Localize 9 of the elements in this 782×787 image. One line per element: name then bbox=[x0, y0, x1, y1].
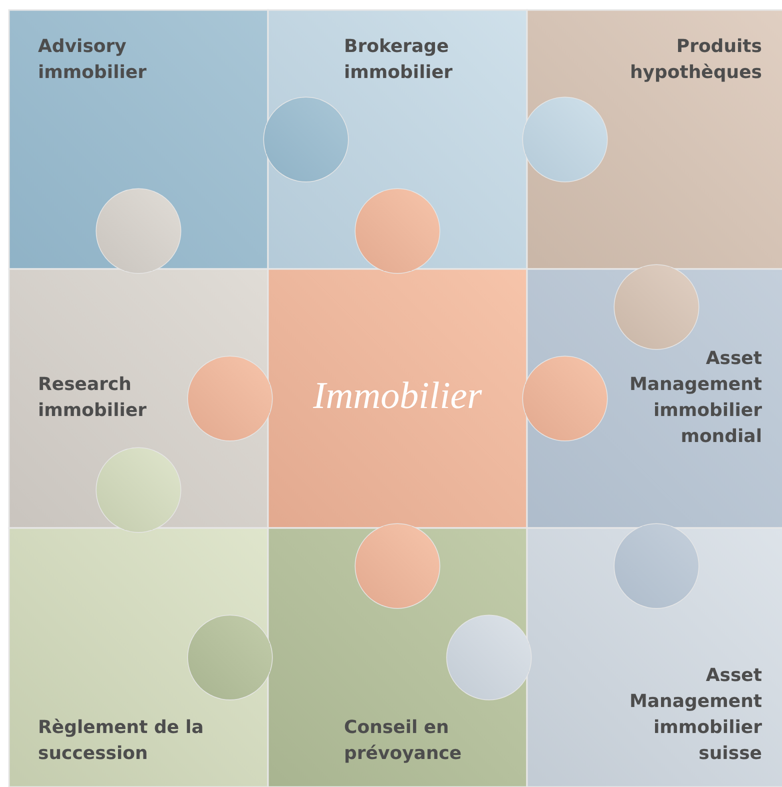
piece-label: Asset Management immobilier suisse bbox=[628, 664, 762, 766]
center-label: Immobilier bbox=[312, 374, 483, 418]
piece-label: Brokerage immobilier bbox=[344, 35, 454, 85]
piece-label: Conseil en prévoyance bbox=[344, 716, 463, 766]
piece-label: Asset Management immobilier mondial bbox=[628, 347, 762, 449]
piece-label: Règlement de la succession bbox=[38, 716, 205, 766]
piece-label: Advisory immobilier bbox=[38, 35, 148, 85]
piece-label: Produits hypothèques bbox=[628, 35, 762, 85]
piece-label: Research immobilier bbox=[38, 373, 148, 423]
